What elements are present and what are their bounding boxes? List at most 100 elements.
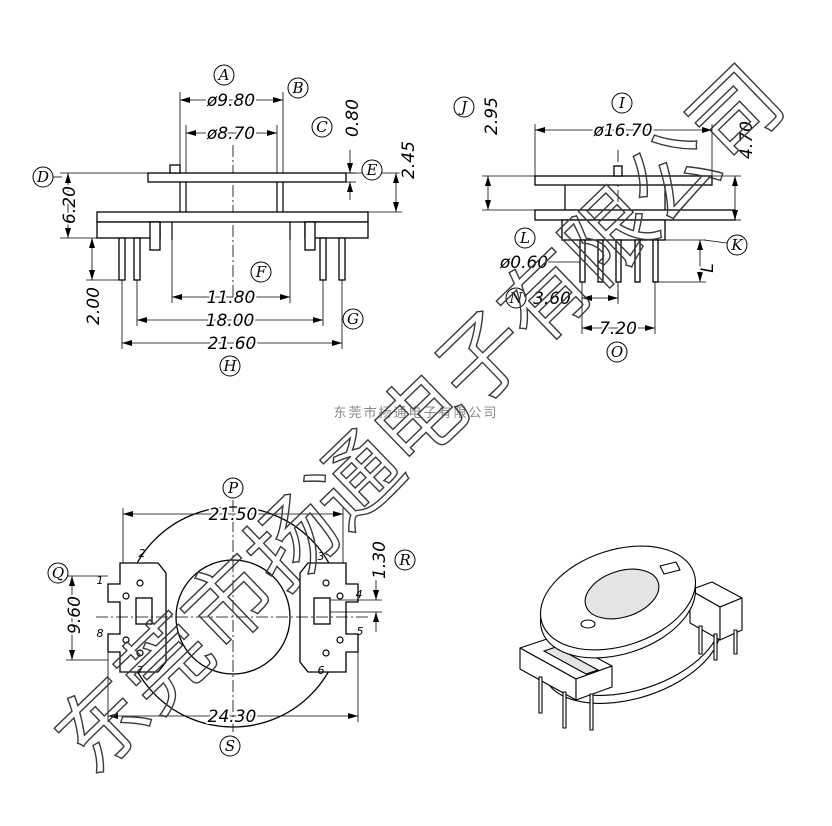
left-slot [149, 221, 161, 251]
top-flange [534, 175, 713, 186]
pin-number-7: 7 [137, 664, 144, 677]
dim-flange-gap: 2.45 [399, 141, 419, 179]
leader-line [703, 239, 728, 244]
dim-pin-length-l: L [698, 263, 718, 272]
callout-letter-n: N [508, 289, 523, 307]
top-flange [147, 172, 347, 183]
left-block-slot [542, 646, 600, 675]
callout-p: P [222, 477, 244, 499]
callout-q: Q [47, 562, 69, 584]
callout-letter-k: K [730, 236, 743, 254]
pin [118, 237, 126, 281]
callout-letter-q: Q [52, 564, 64, 582]
callout-f: F [250, 261, 272, 283]
callout-letter-i: I [618, 94, 626, 112]
callout-letter-a: A [217, 66, 230, 84]
dim-pin-pitch: 3.60 [533, 289, 571, 309]
dim-overall-width: 24.30 [208, 707, 257, 727]
dim-pin-length: 2.00 [84, 287, 104, 325]
dim-outer-diameter: ø9.80 [206, 91, 255, 111]
pin-number-1: 1 [97, 574, 104, 587]
pin [579, 239, 586, 283]
dim-core-width: 11.80 [207, 288, 256, 308]
isometric-view [519, 545, 743, 731]
pin-hole [136, 649, 144, 657]
pin-hole [136, 579, 144, 587]
iso-pin [733, 629, 738, 655]
pin [634, 239, 641, 283]
dim-inner-diameter: ø8.70 [206, 124, 255, 144]
flange-nub [613, 165, 623, 177]
iso-pin [589, 693, 594, 731]
pin-hole [122, 636, 130, 644]
pin-hole [322, 579, 330, 587]
lower-flange [96, 211, 369, 223]
dim-flange-thickness: 0.80 [343, 99, 363, 137]
dim-flange-diameter: ø16.70 [592, 121, 652, 141]
callout-j: J [453, 96, 475, 118]
flange-bump [580, 619, 596, 629]
pin [338, 237, 346, 281]
callout-letter-e: E [366, 161, 378, 179]
iso-pin [538, 676, 543, 714]
callout-letter-g: G [347, 310, 359, 328]
top-view: 21.50 9.60 1.30 24.30 1 2 3 4 5 6 7 8 P … [47, 477, 416, 757]
pin-hole [336, 592, 344, 600]
pin [597, 239, 604, 283]
callout-g: G [342, 308, 364, 330]
callout-letter-s: S [225, 737, 235, 755]
callout-k: K [726, 234, 748, 256]
callout-i: I [611, 92, 633, 114]
dim-overall-height: 6.20 [60, 186, 80, 224]
callout-a: A [213, 64, 235, 86]
dim-pin-outer-span: 21.60 [208, 334, 257, 354]
pin [652, 239, 659, 283]
callout-letter-f: F [255, 263, 267, 281]
callout-l: L [514, 227, 536, 249]
dim-slot-width: 1.30 [370, 541, 390, 579]
watermark-text: 东莞市扬通电子有限公司 [36, 46, 804, 793]
front-view: ø9.80 ø8.70 0.80 2.45 6.20 2.00 [32, 64, 421, 377]
callout-letter-r: R [398, 551, 410, 569]
flange-nub [169, 164, 181, 174]
callout-letter-p: P [227, 479, 239, 497]
left-wire-slot [135, 597, 153, 625]
callout-o: O [606, 341, 628, 363]
dim-top-gap: 2.95 [482, 97, 502, 135]
callout-letter-c: C [316, 118, 328, 136]
pin-number-2: 2 [139, 547, 146, 560]
pin-hole [122, 592, 130, 600]
flange-notch [659, 561, 681, 575]
company-caption: 东莞市扬通电子有限公司 [333, 405, 498, 421]
iso-pin [562, 691, 567, 729]
callout-h: H [219, 355, 241, 377]
pin [319, 237, 327, 281]
callout-letter-l: L [519, 229, 530, 247]
pin-number-3: 3 [318, 550, 325, 563]
side-view: ø16.70 2.95 4.70 L ø0.60 3.60 7.20 I J K… [453, 92, 759, 363]
pin-hole [336, 636, 344, 644]
iso-pin [698, 625, 703, 655]
right-slot [304, 221, 316, 251]
pin-number-6: 6 [318, 664, 325, 677]
dim-flange-diameter: 21.50 [209, 505, 258, 525]
dim-pin-span: 7.20 [599, 319, 637, 339]
pin [133, 237, 141, 281]
pin-base [561, 219, 666, 241]
callout-b: B [287, 77, 309, 99]
pin [615, 239, 622, 283]
callout-r: R [394, 549, 416, 571]
dim-row-spacing: 9.60 [65, 596, 85, 634]
dim-height: 4.70 [737, 121, 757, 159]
callout-e: E [361, 159, 383, 181]
dim-pin-inner-span: 18.00 [206, 311, 255, 331]
pin-hole [322, 649, 330, 657]
pin-number-8: 8 [97, 627, 104, 640]
callout-letter-o: O [611, 343, 623, 361]
callout-letter-j: J [458, 98, 468, 116]
core-opening [584, 568, 660, 620]
callout-letter-d: D [36, 168, 49, 186]
callout-letter-h: H [222, 357, 237, 375]
callout-s: S [219, 735, 241, 757]
